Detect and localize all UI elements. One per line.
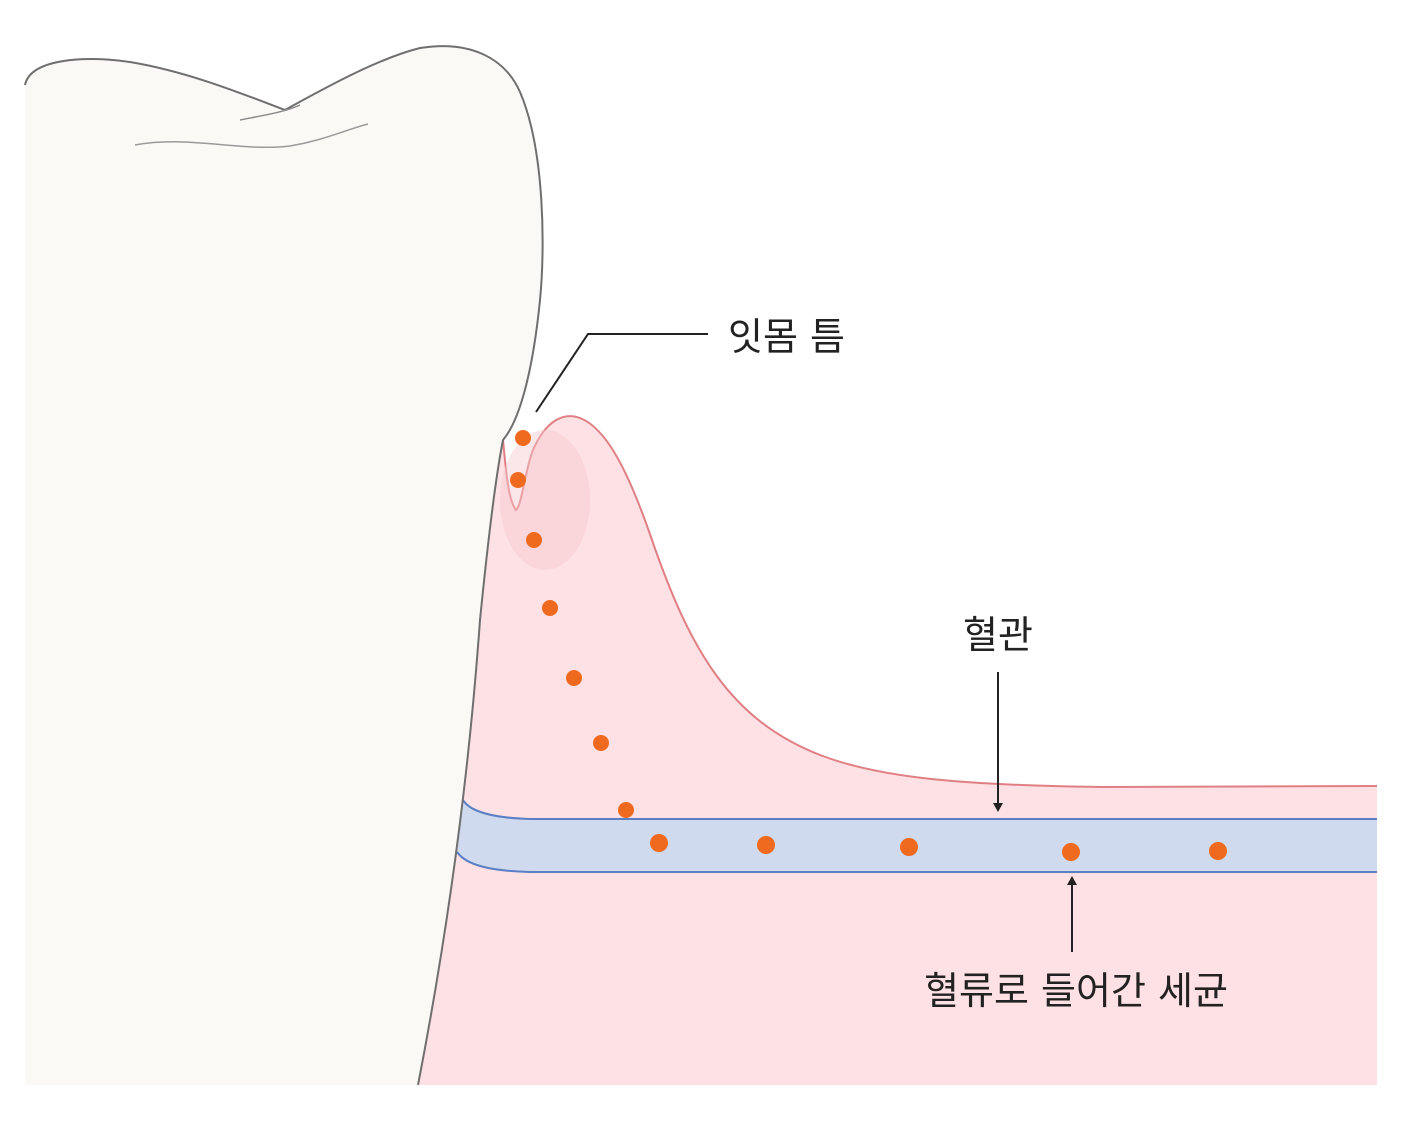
tooth-crown-line: [134, 123, 369, 149]
blood-vessel-upper-wall: [462, 799, 1377, 820]
bacterium: [593, 735, 609, 751]
bacteria-arrowhead: [1067, 876, 1077, 885]
bacterium: [510, 472, 526, 488]
gum-gap-leader-line: [535, 333, 708, 413]
bacteria-group: [510, 430, 1227, 861]
bacterium: [900, 838, 918, 856]
gum-tissue: [418, 416, 1377, 1085]
bacteria-in-bloodstream-label: 혈류로 들어간 세균: [924, 969, 1228, 1013]
bacterium: [650, 834, 668, 852]
bacterium: [757, 836, 775, 854]
gum-gap-label: 잇몸 틈: [728, 315, 845, 359]
bacterium: [1209, 842, 1227, 860]
bacterium: [542, 600, 558, 616]
bacterium: [526, 532, 542, 548]
gum-outline: [502, 415, 1378, 789]
bacterium: [1062, 843, 1080, 861]
bacterium: [566, 670, 582, 686]
bacterium: [515, 430, 531, 446]
tooth: [25, 46, 543, 1085]
blood-vessel-label: 혈관: [963, 613, 1033, 657]
tooth-crown-groove: [239, 104, 301, 121]
bacterium: [618, 802, 634, 818]
blood-vessel-arrowhead: [993, 803, 1003, 812]
blood-vessel: [457, 800, 1377, 872]
blood-vessel-lower-wall: [456, 851, 1377, 873]
tooth-outline: [24, 45, 544, 1086]
gum-shading: [500, 430, 590, 570]
